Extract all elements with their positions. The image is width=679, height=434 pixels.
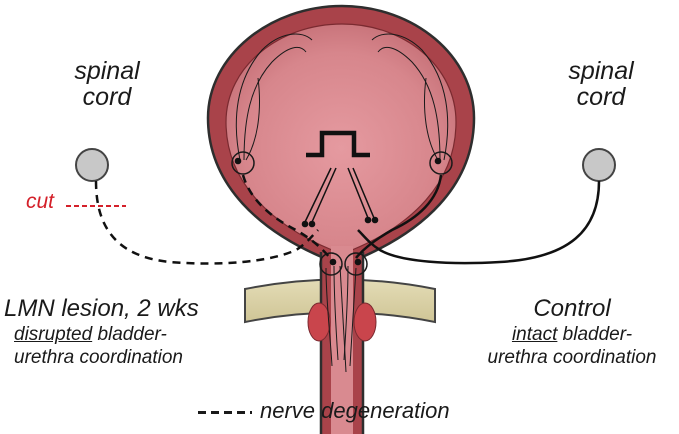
spinal-cord-label-right-text: spinal cord	[546, 58, 656, 111]
control-underlined-word: intact	[512, 324, 557, 345]
legend-text: nerve degeneration	[260, 398, 450, 423]
control-line-2-rest: bladder-	[557, 324, 632, 345]
spinal-cord-label-left-text: spinal cord	[52, 58, 162, 111]
dashed-line-icon	[198, 411, 252, 414]
lesion-title: LMN lesion, 2 wks	[4, 295, 226, 323]
legend: nerve degeneration	[198, 398, 498, 424]
spinal-cord-node-right	[583, 149, 615, 181]
control-title: Control	[472, 295, 672, 323]
lesion-line-3: urethra coordination	[4, 346, 226, 369]
control-line-3: urethra coordination	[472, 346, 672, 369]
spinal-cord-label-right: spinal cord	[546, 58, 656, 111]
control-label-block: Control intact bladder- urethra coordina…	[472, 295, 672, 369]
lesion-line-2-rest: bladder-	[92, 324, 167, 345]
lesion-label-block: LMN lesion, 2 wks disrupted bladder- ure…	[4, 295, 226, 369]
spinal-cord-node-left	[76, 149, 108, 181]
cut-label: cut	[26, 190, 54, 214]
lesion-line-2: disrupted bladder-	[4, 323, 226, 346]
lesion-underlined-word: disrupted	[14, 324, 92, 345]
control-line-2: intact bladder-	[472, 323, 672, 346]
spinal-cord-label-left: spinal cord	[52, 58, 162, 111]
